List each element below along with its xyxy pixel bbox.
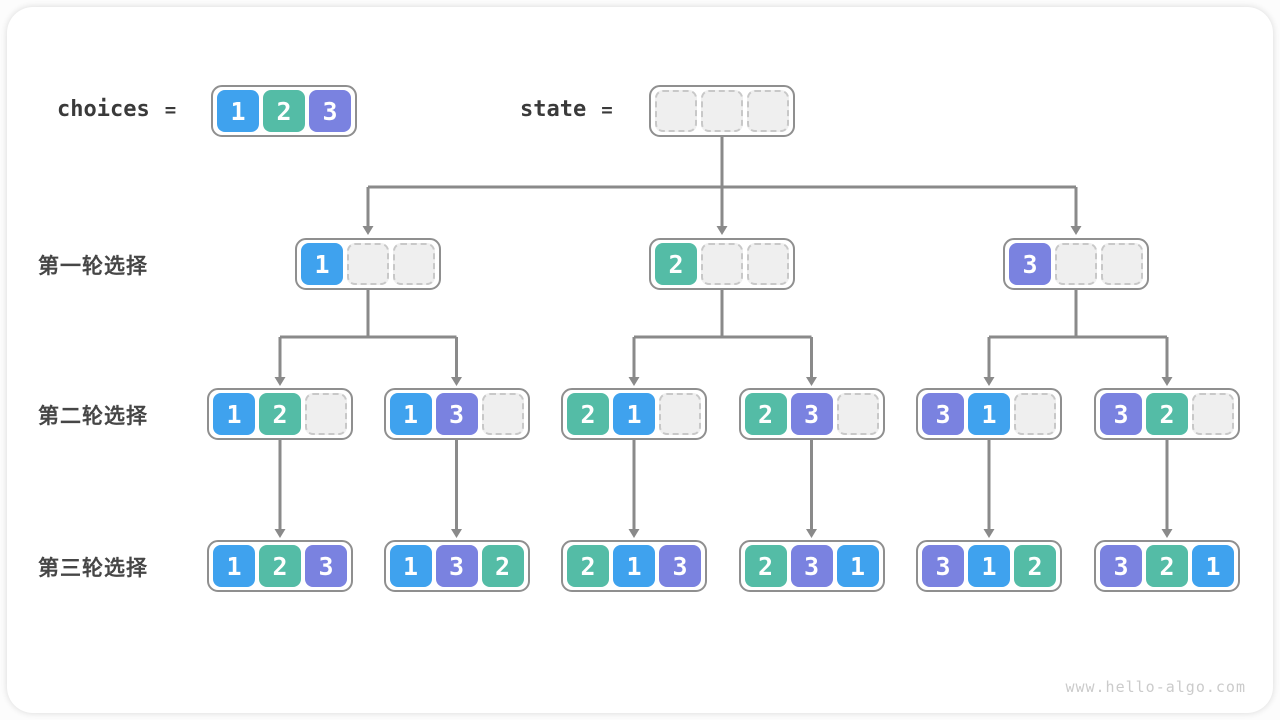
- empty-cell: [1055, 243, 1097, 285]
- value-cell-1: 1: [301, 243, 343, 285]
- value-cell-1: 1: [389, 545, 432, 587]
- value-cell-3: 3: [1009, 243, 1051, 285]
- value-cell-2: 2: [481, 545, 524, 587]
- empty-cell: [747, 90, 789, 132]
- node-round1-0: 1: [295, 238, 441, 290]
- value-cell-3: 3: [435, 545, 478, 587]
- value-cell-1: 1: [968, 393, 1010, 435]
- state-word: state: [520, 97, 587, 122]
- value-cell-2: 2: [1146, 393, 1188, 435]
- choices-equals-sign: =: [164, 99, 177, 121]
- value-cell-2: 2: [259, 545, 301, 587]
- value-cell-2: 2: [744, 393, 787, 435]
- empty-cell: [481, 393, 524, 435]
- value-cell-1: 1: [389, 393, 432, 435]
- empty-cell: [1014, 393, 1056, 435]
- row-label-round-3: 第三轮选择: [38, 557, 148, 580]
- value-cell-2: 2: [259, 393, 301, 435]
- value-cell-1: 1: [213, 545, 255, 587]
- row-label-round-1: 第一轮选择: [38, 255, 148, 278]
- empty-cell: [1192, 393, 1234, 435]
- choices-word: choices: [57, 97, 150, 122]
- empty-cell: [701, 90, 743, 132]
- value-cell-3: 3: [305, 545, 347, 587]
- value-cell-2: 2: [567, 545, 609, 587]
- value-cell-2: 2: [1146, 545, 1188, 587]
- value-cell-3: 3: [790, 393, 833, 435]
- empty-cell: [1101, 243, 1143, 285]
- value-cell-3: 3: [309, 90, 351, 132]
- watermark: www.hello-algo.com: [1065, 678, 1246, 696]
- empty-cell: [836, 393, 879, 435]
- empty-cell: [701, 243, 743, 285]
- value-cell-1: 1: [836, 545, 879, 587]
- value-cell-1: 1: [1192, 545, 1234, 587]
- value-cell-2: 2: [1014, 545, 1056, 587]
- value-cell-3: 3: [1100, 545, 1142, 587]
- state-array-node: [649, 85, 795, 137]
- empty-cell: [659, 393, 701, 435]
- value-cell-1: 1: [968, 545, 1010, 587]
- empty-cell: [305, 393, 347, 435]
- empty-cell: [347, 243, 389, 285]
- value-cell-1: 1: [217, 90, 259, 132]
- state-equals-sign: =: [601, 99, 613, 121]
- empty-cell: [393, 243, 435, 285]
- empty-cell: [655, 90, 697, 132]
- value-cell-1: 1: [613, 393, 655, 435]
- value-cell-3: 3: [1100, 393, 1142, 435]
- empty-cell: [747, 243, 789, 285]
- value-cell-1: 1: [613, 545, 655, 587]
- node-round1-2: 3: [1003, 238, 1149, 290]
- value-cell-2: 2: [263, 90, 305, 132]
- value-cell-2: 2: [744, 545, 787, 587]
- value-cell-2: 2: [655, 243, 697, 285]
- value-cell-3: 3: [435, 393, 478, 435]
- state-label: state =: [520, 97, 613, 122]
- value-cell-3: 3: [790, 545, 833, 587]
- choices-label: choices =: [57, 97, 176, 122]
- value-cell-3: 3: [922, 545, 964, 587]
- value-cell-1: 1: [213, 393, 255, 435]
- node-round1-1: 2: [649, 238, 795, 290]
- value-cell-2: 2: [567, 393, 609, 435]
- value-cell-3: 3: [922, 393, 964, 435]
- row-label-round-2: 第二轮选择: [38, 405, 148, 428]
- value-cell-3: 3: [659, 545, 701, 587]
